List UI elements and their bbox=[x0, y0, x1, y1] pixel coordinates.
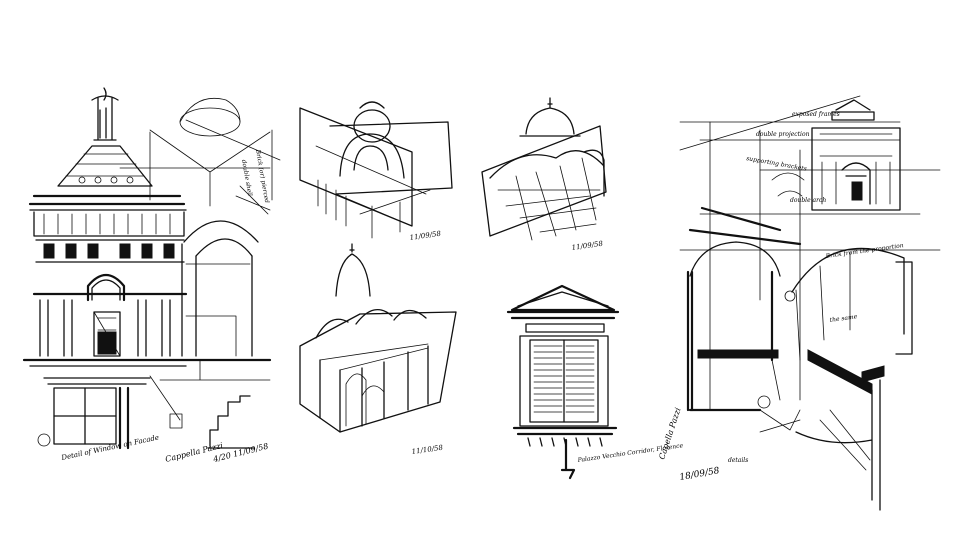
window-sketch: Palazzo Vecchio Corridor, Florence bbox=[506, 284, 684, 480]
facade-note-brick: Brick (or) pierced bbox=[254, 148, 270, 204]
axon-bottom-sketch: 11/10/58 bbox=[299, 243, 457, 456]
section-note-double-arch: double arch bbox=[790, 197, 826, 204]
section-note-double-projection: double projection bbox=[756, 131, 810, 138]
section-note-brick-proportion: Brick from the proportion bbox=[824, 242, 904, 260]
axon-top-right-date: 11/09/58 bbox=[571, 240, 604, 252]
section-note-capella: Capella Pazzi bbox=[657, 406, 682, 461]
axon-top-sketch: 11/09/58 bbox=[299, 101, 453, 242]
section-note-date: 18/09/58 bbox=[679, 466, 721, 483]
axon-bottom-date: 11/10/58 bbox=[411, 444, 444, 456]
facade-note-window-detail: Detail of Window on Facade bbox=[60, 433, 160, 462]
facade-sketch: double shell Brick (or) pierced Detail o… bbox=[22, 87, 281, 464]
axon-top-date: 11/09/58 bbox=[409, 230, 442, 242]
axon-top-right-sketch: 11/09/58 bbox=[481, 97, 607, 252]
section-note-details: details bbox=[728, 457, 748, 464]
facade-note-double-shell: double shell bbox=[240, 159, 253, 197]
section-note-exposed-frames: exposed frames bbox=[792, 111, 840, 118]
section-note-same: the same bbox=[829, 313, 858, 324]
section-sketch: exposed frames double projection support… bbox=[657, 95, 941, 511]
